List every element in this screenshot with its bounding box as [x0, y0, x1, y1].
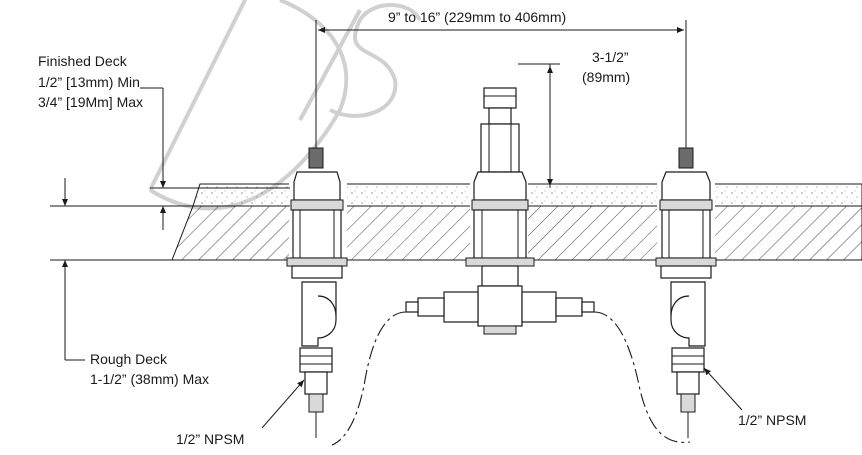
rough-deck-max: 1-1/2” (38mm) Max — [90, 371, 209, 387]
right-npsm-leader — [703, 367, 743, 411]
rough-deck-title: Rough Deck — [90, 351, 168, 367]
left-hose — [331, 311, 407, 446]
right-valve — [655, 147, 717, 438]
finished-deck-max: 3/4” [19Mm] Max — [38, 94, 143, 110]
left-npsm-label: 1/2” NPSM — [176, 431, 244, 447]
watermark-logo — [148, 0, 422, 211]
spread-label: 9” to 16” (229mm to 406mm) — [388, 9, 566, 25]
height-label: 3-1/2” — [592, 49, 629, 65]
left-valve — [286, 147, 348, 438]
finished-deck-title: Finished Deck — [38, 53, 128, 69]
height-dimension — [518, 63, 560, 188]
spread-dimension — [315, 20, 687, 148]
finished-deck-min: 1/2” [13mm) Min — [38, 74, 140, 90]
right-hose — [593, 311, 691, 443]
finished-deck-dimension — [62, 87, 166, 230]
center-spout-valve — [405, 87, 595, 335]
height-metric-label: (89mm) — [582, 69, 630, 85]
right-npsm-label: 1/2” NPSM — [738, 412, 806, 428]
rough-deck-dimension — [62, 260, 85, 361]
left-npsm-leader — [261, 379, 305, 429]
